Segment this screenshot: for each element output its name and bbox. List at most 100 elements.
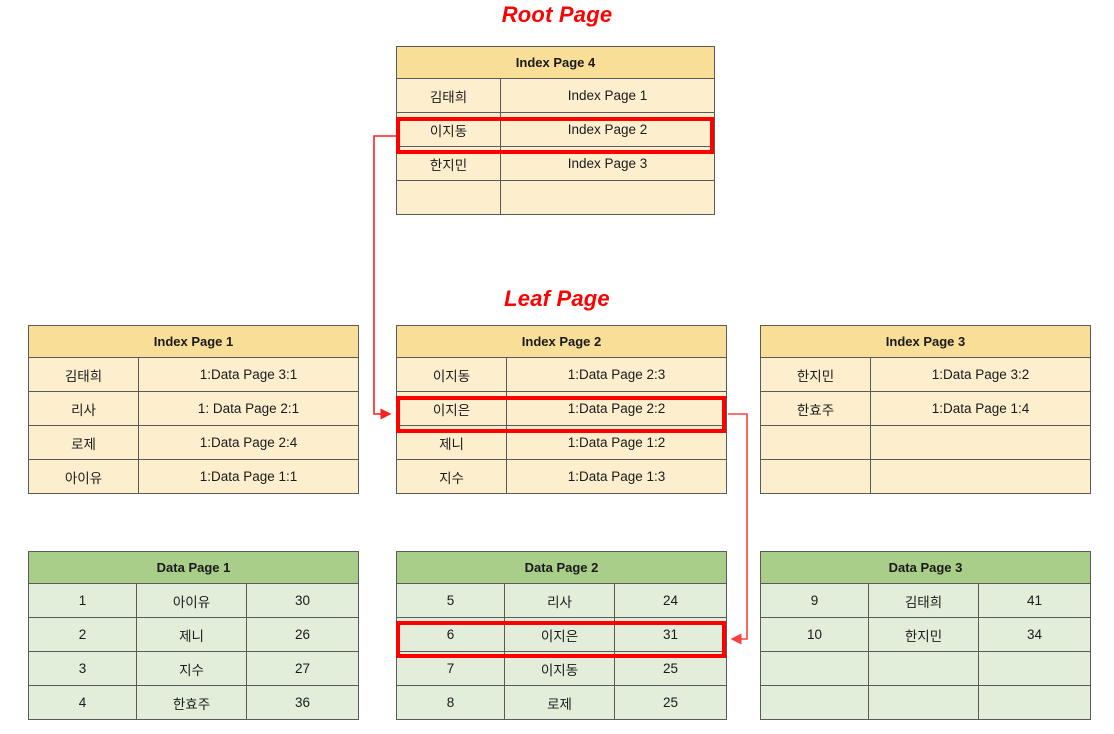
table-row[interactable]: 아이유 1:Data Page 1:1 xyxy=(28,459,360,494)
index-pointer-cell: Index Page 1 xyxy=(499,78,716,113)
data-name-cell xyxy=(868,651,979,686)
index-key-cell: 김태희 xyxy=(396,78,501,113)
index-key-cell: 이지동 xyxy=(396,357,507,392)
table-row[interactable]: 지수 1:Data Page 1:3 xyxy=(396,459,728,494)
table-header-row: Data Page 3 xyxy=(759,551,1092,584)
table-header-row: Index Page 2 xyxy=(395,325,728,358)
data-id-cell: 6 xyxy=(396,617,505,652)
index-key-cell: 제니 xyxy=(396,425,507,460)
data-id-cell: 2 xyxy=(28,617,137,652)
table-title-cell: Index Page 3 xyxy=(759,325,1092,358)
data-age-cell: 36 xyxy=(245,685,360,720)
table-data-page-2: Data Page 2 5 리사 24 6 이지은 31 7 이지동 25 8 … xyxy=(395,551,728,720)
index-pointer-cell: Index Page 2 xyxy=(499,112,716,147)
data-id-cell: 5 xyxy=(396,583,505,618)
table-row-highlighted[interactable]: 이지동 Index Page 2 xyxy=(396,112,716,147)
table-row[interactable]: 3 지수 27 xyxy=(28,651,360,686)
table-row-empty[interactable] xyxy=(396,180,716,215)
data-age-cell: 27 xyxy=(245,651,360,686)
data-age-cell: 25 xyxy=(613,651,728,686)
data-id-cell xyxy=(760,685,869,720)
index-pointer-cell: Index Page 3 xyxy=(499,146,716,181)
table-row[interactable]: 7 이지동 25 xyxy=(396,651,728,686)
data-id-cell: 3 xyxy=(28,651,137,686)
data-id-cell: 9 xyxy=(760,583,869,618)
table-row[interactable]: 한지민 Index Page 3 xyxy=(396,146,716,181)
index-key-cell: 아이유 xyxy=(28,459,139,494)
table-row[interactable]: 로제 1:Data Page 2:4 xyxy=(28,425,360,460)
table-index-page-3: Index Page 3 한지민 1:Data Page 3:2 한효주 1:D… xyxy=(759,325,1092,494)
table-row-empty[interactable] xyxy=(760,459,1092,494)
table-title-cell: Index Page 1 xyxy=(27,325,360,358)
index-pointer-cell: 1:Data Page 2:3 xyxy=(505,357,728,392)
index-key-cell: 리사 xyxy=(28,391,139,426)
data-age-cell: 26 xyxy=(245,617,360,652)
data-id-cell: 7 xyxy=(396,651,505,686)
index-key-cell xyxy=(760,459,871,494)
index-key-cell: 이지동 xyxy=(396,112,501,147)
index-pointer-cell: 1:Data Page 1:2 xyxy=(505,425,728,460)
table-row[interactable]: 2 제니 26 xyxy=(28,617,360,652)
data-name-cell: 김태희 xyxy=(868,583,979,618)
index-key-cell: 로제 xyxy=(28,425,139,460)
index-pointer-cell: 1:Data Page 3:1 xyxy=(137,357,360,392)
data-name-cell: 제니 xyxy=(136,617,247,652)
index-key-cell: 한효주 xyxy=(760,391,871,426)
table-row-highlighted[interactable]: 이지은 1:Data Page 2:2 xyxy=(396,391,728,426)
index-pointer-cell: 1: Data Page 2:1 xyxy=(137,391,360,426)
table-data-page-3: Data Page 3 9 김태희 41 10 한지민 34 xyxy=(759,551,1092,720)
data-name-cell: 이지은 xyxy=(504,617,615,652)
index-pointer-cell xyxy=(869,459,1092,494)
table-row[interactable]: 10 한지민 34 xyxy=(760,617,1092,652)
data-id-cell: 4 xyxy=(28,685,137,720)
table-row[interactable]: 김태희 Index Page 1 xyxy=(396,78,716,113)
data-name-cell: 한효주 xyxy=(136,685,247,720)
data-age-cell: 41 xyxy=(977,583,1092,618)
table-row[interactable]: 김태희 1:Data Page 3:1 xyxy=(28,357,360,392)
root-page-title: Root Page xyxy=(501,2,613,27)
table-row[interactable]: 리사 1: Data Page 2:1 xyxy=(28,391,360,426)
table-title-cell: Data Page 3 xyxy=(759,551,1092,584)
table-row[interactable]: 1 아이유 30 xyxy=(28,583,360,618)
table-title-cell: Data Page 2 xyxy=(395,551,728,584)
table-data-page-1: Data Page 1 1 아이유 30 2 제니 26 3 지수 27 4 한… xyxy=(27,551,360,720)
data-name-cell: 지수 xyxy=(136,651,247,686)
data-age-cell xyxy=(977,651,1092,686)
data-id-cell: 8 xyxy=(396,685,505,720)
table-row[interactable]: 한효주 1:Data Page 1:4 xyxy=(760,391,1092,426)
data-age-cell xyxy=(977,685,1092,720)
table-header-row: Index Page 1 xyxy=(27,325,360,358)
table-title-cell: Data Page 1 xyxy=(27,551,360,584)
data-id-cell xyxy=(760,651,869,686)
table-row[interactable]: 5 리사 24 xyxy=(396,583,728,618)
table-row[interactable]: 제니 1:Data Page 1:2 xyxy=(396,425,728,460)
table-row[interactable]: 8 로제 25 xyxy=(396,685,728,720)
table-header-row: Index Page 4 xyxy=(395,46,716,79)
index-key-cell: 이지은 xyxy=(396,391,507,426)
index-key-cell: 한지민 xyxy=(760,357,871,392)
index-pointer-cell: 1:Data Page 1:1 xyxy=(137,459,360,494)
index-pointer-cell: 1:Data Page 1:3 xyxy=(505,459,728,494)
table-row-empty[interactable] xyxy=(760,651,1092,686)
data-name-cell: 이지동 xyxy=(504,651,615,686)
table-row[interactable]: 4 한효주 36 xyxy=(28,685,360,720)
table-index-page-4: Index Page 4 김태희 Index Page 1 이지동 Index … xyxy=(395,46,716,215)
table-row[interactable]: 한지민 1:Data Page 3:2 xyxy=(760,357,1092,392)
data-name-cell: 한지민 xyxy=(868,617,979,652)
data-id-cell: 1 xyxy=(28,583,137,618)
table-row-empty[interactable] xyxy=(760,425,1092,460)
index-pointer-cell: 1:Data Page 2:4 xyxy=(137,425,360,460)
data-age-cell: 34 xyxy=(977,617,1092,652)
index-pointer-cell xyxy=(499,180,716,215)
table-row[interactable]: 9 김태희 41 xyxy=(760,583,1092,618)
table-row[interactable]: 이지동 1:Data Page 2:3 xyxy=(396,357,728,392)
index-pointer-cell: 1:Data Page 3:2 xyxy=(869,357,1092,392)
table-row-highlighted[interactable]: 6 이지은 31 xyxy=(396,617,728,652)
index-pointer-cell: 1:Data Page 1:4 xyxy=(869,391,1092,426)
data-name-cell: 아이유 xyxy=(136,583,247,618)
table-title-cell: Index Page 4 xyxy=(395,46,716,79)
index-key-cell xyxy=(396,180,501,215)
table-row-empty[interactable] xyxy=(760,685,1092,720)
index-pointer-cell: 1:Data Page 2:2 xyxy=(505,391,728,426)
